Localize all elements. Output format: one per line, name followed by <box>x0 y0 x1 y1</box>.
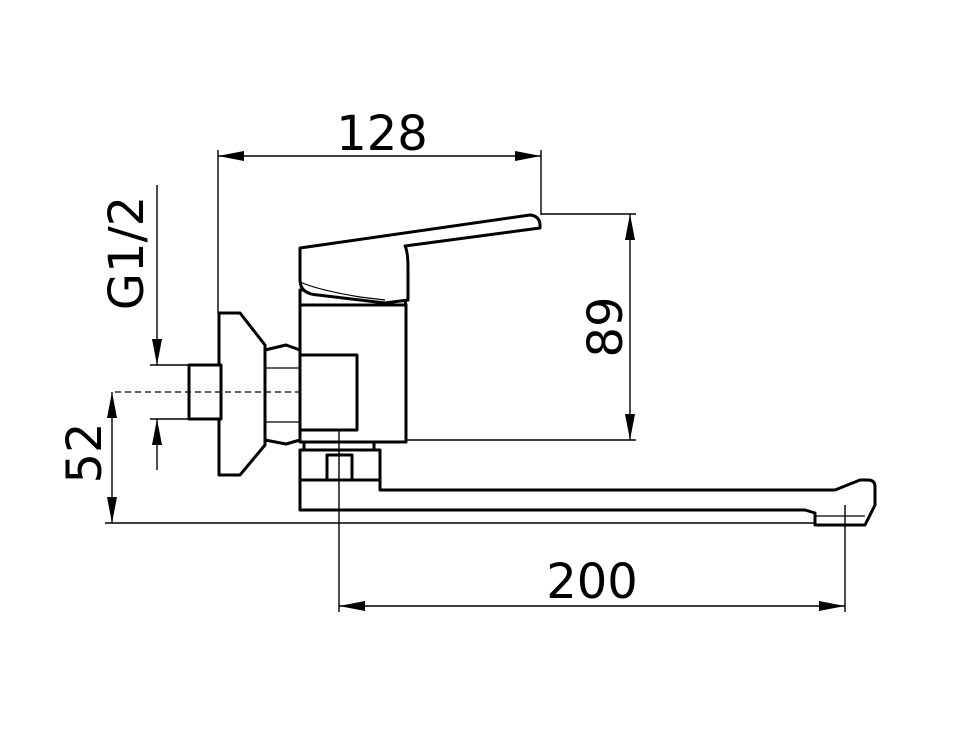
dimension-spout-height: 52 <box>57 392 815 524</box>
spout <box>298 478 877 527</box>
dimension-handle-reach: 128 <box>217 106 542 313</box>
dim-52-label: 52 <box>57 422 113 483</box>
hex-nut <box>263 343 302 446</box>
faucet-body-group <box>187 213 877 527</box>
dim-128-arrow-left <box>218 151 244 161</box>
wall-flange <box>217 311 267 477</box>
dim-89-arrow-top <box>625 214 635 240</box>
dim-128-arrow-right <box>515 151 541 161</box>
lever-handle-inner <box>299 281 386 301</box>
dim-200-label: 200 <box>546 554 638 610</box>
dim-200-arrow-right <box>819 601 845 611</box>
dim-thread-label: G1/2 <box>99 196 155 310</box>
lever-handle <box>298 213 542 305</box>
dim-52-arrow-bottom <box>107 497 117 523</box>
dimension-thread: G1/2 <box>99 185 189 470</box>
dim-200-arrow-left <box>339 601 365 611</box>
connector-block <box>298 353 359 432</box>
dim-52-arrow-top <box>107 392 117 418</box>
dim-thread-arrow-bottom <box>152 419 162 445</box>
dim-128-label: 128 <box>336 106 428 162</box>
dim-89-arrow-bottom <box>625 414 635 440</box>
dim-thread-arrow-top <box>152 339 162 365</box>
dimension-handle-height: 89 <box>406 213 636 441</box>
dimension-spout-length: 200 <box>338 430 846 612</box>
dim-89-label: 89 <box>578 296 634 357</box>
